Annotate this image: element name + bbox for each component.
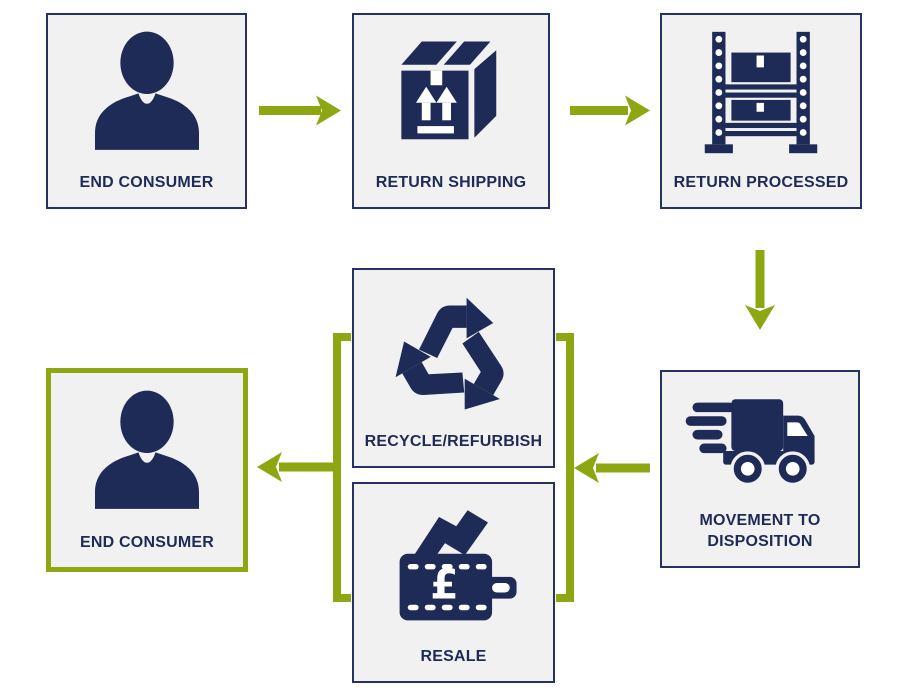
node-end-consumer-bottom: END CONSUMER — [46, 368, 248, 572]
arrow-return-shipping-to-return-processed — [570, 95, 650, 126]
arrow-return-processed-to-movement — [745, 250, 775, 330]
node-return-processed: RETURN PROCESSED — [660, 13, 862, 209]
pound-symbol: £ — [430, 560, 458, 608]
node-end-consumer-top: END CONSUMER — [46, 13, 247, 209]
person-icon — [94, 31, 199, 150]
node-resale: £ RESALE — [352, 482, 555, 683]
wallet-icon: £ — [399, 509, 517, 620]
node-label: END CONSUMER — [79, 174, 214, 192]
bracket-left — [333, 333, 351, 602]
node-label: RECYCLE/REFURBISH — [364, 433, 543, 451]
node-label: END CONSUMER — [80, 534, 214, 552]
node-return-shipping: RETURN SHIPPING — [352, 13, 550, 209]
node-recycle-refurbish: RECYCLE/REFURBISH — [352, 268, 555, 468]
node-label: RETURN SHIPPING — [375, 174, 527, 192]
delivery-truck-icon — [685, 399, 815, 487]
arrow-end-consumer-to-return-shipping — [259, 95, 341, 126]
bracket-right — [556, 333, 574, 602]
node-label: MOVEMENT TO DISPOSITION — [699, 512, 821, 551]
package-icon — [401, 41, 497, 140]
arrow-movement-to-disposition-options — [574, 453, 650, 483]
node-movement-to-disposition: MOVEMENT TO DISPOSITION — [660, 370, 860, 568]
node-label: RETURN PROCESSED — [673, 174, 849, 192]
arrow-disposition-options-to-end-consumer — [257, 452, 337, 482]
warehouse-rack-icon — [704, 31, 818, 154]
person-icon — [95, 390, 199, 509]
recycle-icon — [381, 297, 524, 422]
node-label: RESALE — [420, 648, 487, 666]
